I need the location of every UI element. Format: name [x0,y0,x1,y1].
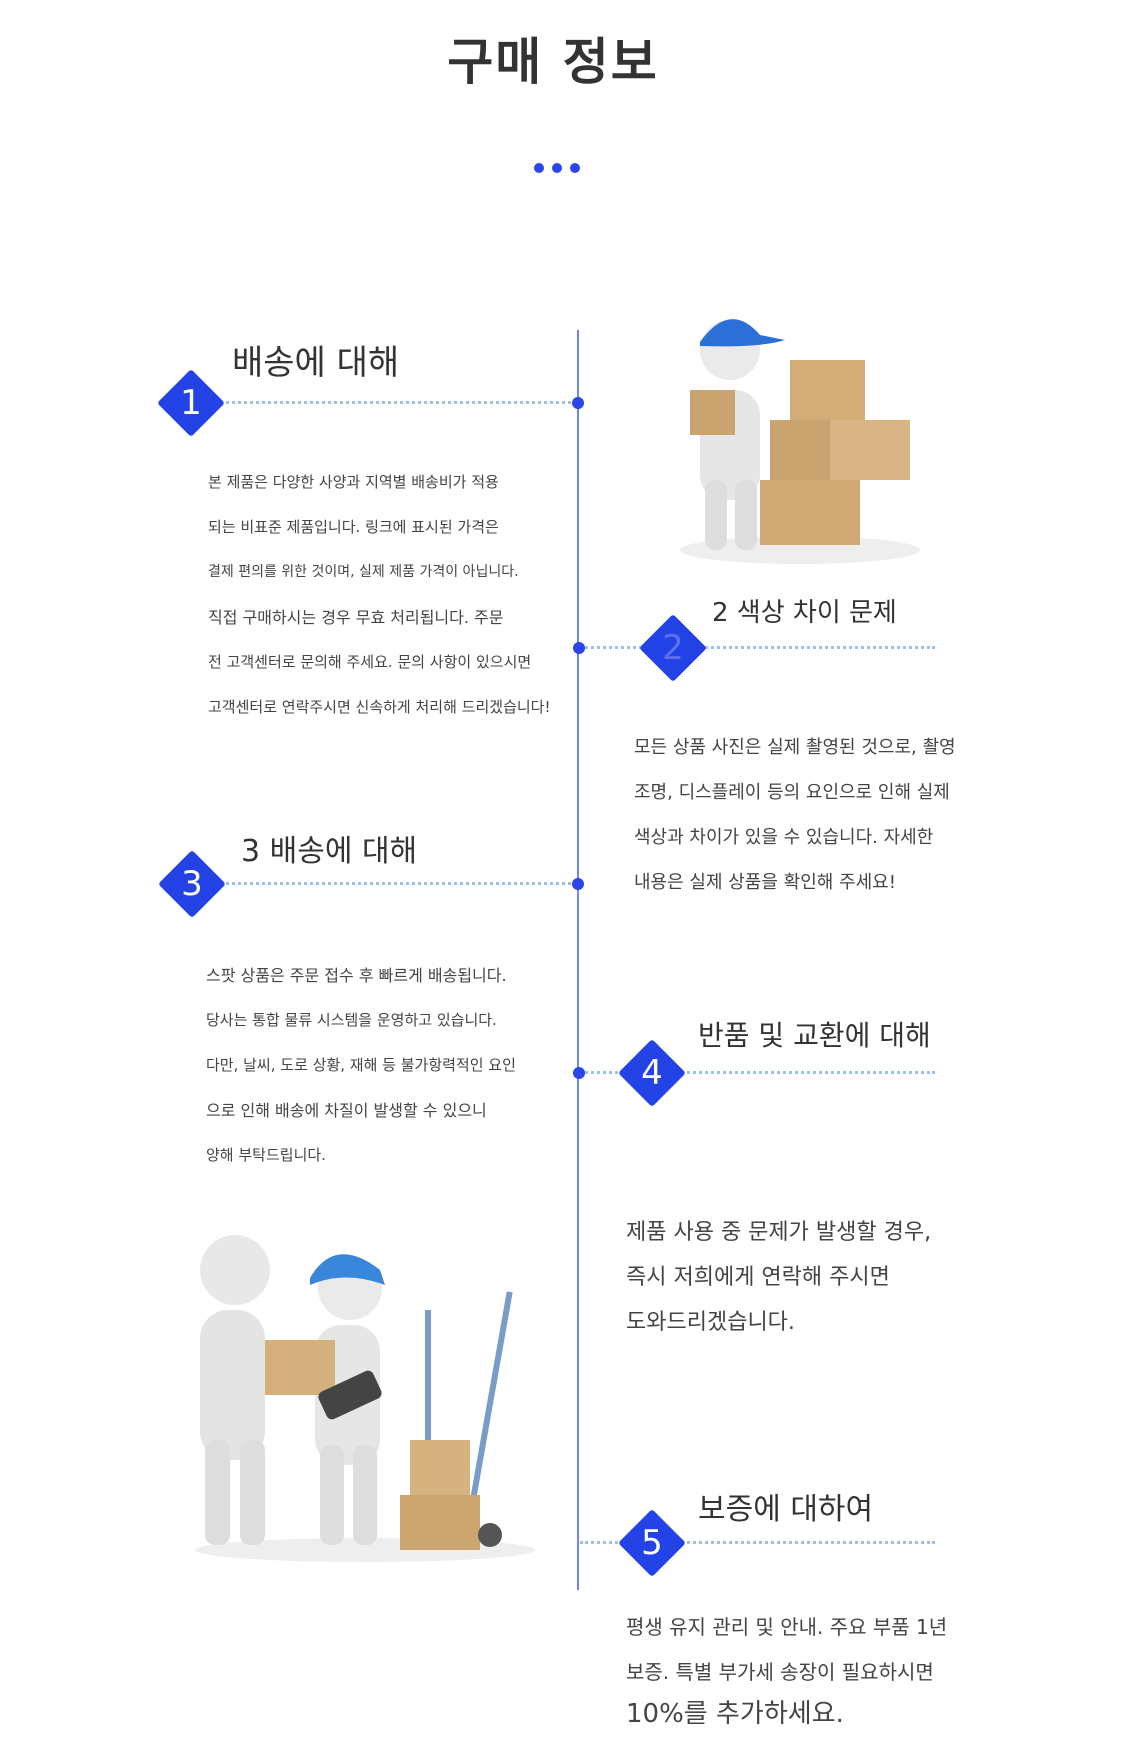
timeline-line [577,330,579,1590]
section-1-title: 배송에 대해 [232,343,400,383]
step-4-badge: 4 [618,1039,686,1107]
step-1-badge: 1 [157,369,225,437]
section-3-dash [215,882,577,885]
package-handover-illustration [195,1235,535,1562]
section-1-dash [215,401,577,404]
timeline-dot [573,1067,585,1079]
step-5-badge: 5 [618,1509,686,1577]
section-2-title: 2 색상 차이 문제 [712,598,897,628]
section-5-dash [580,1541,935,1544]
timeline-dot [573,642,585,654]
section-4-dash [580,1071,935,1074]
step-3-badge: 3 [158,850,226,918]
section-3-text: 스팟 상품은 주문 접수 후 빠르게 배송됩니다.당사는 통합 물류 시스템을 … [206,966,516,1164]
decorative-dots [534,163,580,173]
delivery-worker-illustration [680,319,920,564]
timeline-dot [572,397,584,409]
step-2-badge: 2 [639,614,707,682]
timeline-dot [572,878,584,890]
page-title: 구매 정보 [447,33,659,91]
section-2-dash [580,646,935,649]
section-4-title: 반품 및 교환에 대해 [698,1019,931,1052]
section-3-title: 3 배송에 대해 [241,834,418,869]
section-5-title: 보증에 대하여 [698,1492,874,1527]
